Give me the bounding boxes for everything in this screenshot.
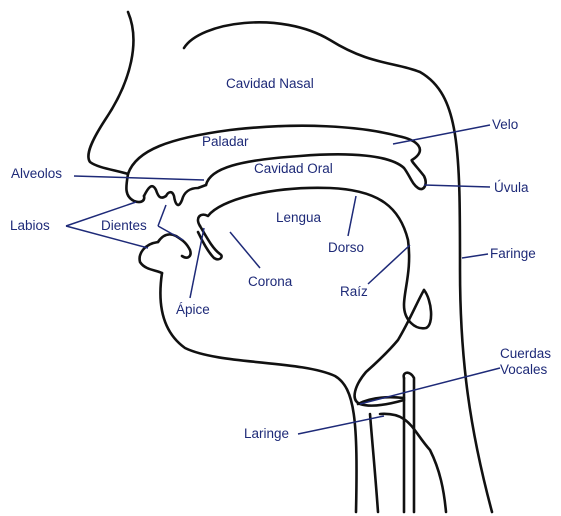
leader-dorso [348, 196, 356, 236]
label-dorso: Dorso [328, 240, 364, 255]
label-cavidad-oral: Cavidad Oral [254, 161, 333, 176]
leader-alveolos [74, 176, 204, 180]
label-alveolos: Alveolos [11, 166, 62, 181]
leader-uvula [424, 185, 490, 187]
label-raiz: Raíz [340, 284, 368, 299]
leader-raiz [368, 245, 410, 284]
leader-corona [230, 232, 260, 268]
label-cavidad-nasal: Cavidad Nasal [226, 76, 314, 91]
trachea-outline [370, 414, 378, 512]
face-profile-outline [88, 12, 133, 174]
label-lengua: Lengua [276, 210, 322, 225]
leader-velo [393, 125, 490, 144]
label-corona: Corona [248, 274, 293, 289]
leader-cuerdas-vocales [360, 368, 500, 404]
label-faringe: Faringe [490, 246, 536, 261]
label-paladar: Paladar [202, 134, 249, 149]
upper-teeth-outline [144, 185, 206, 205]
leader-faringe [462, 254, 488, 258]
lower-teeth-outline [158, 234, 191, 257]
label-labios: Labios [10, 218, 50, 233]
label-uvula: Úvula [494, 180, 529, 195]
pharynx-back-wall-outline [184, 22, 492, 512]
label-dientes: Dientes [101, 218, 147, 233]
label-vocales: Vocales [500, 362, 548, 377]
leader-apice [190, 228, 204, 298]
label-velo: Velo [492, 117, 518, 132]
label-cuerdas: Cuerdas [500, 346, 551, 361]
leader-dientes-upper [158, 205, 166, 226]
label-apice: Ápice [176, 302, 210, 317]
label-laringe: Laringe [244, 426, 289, 441]
